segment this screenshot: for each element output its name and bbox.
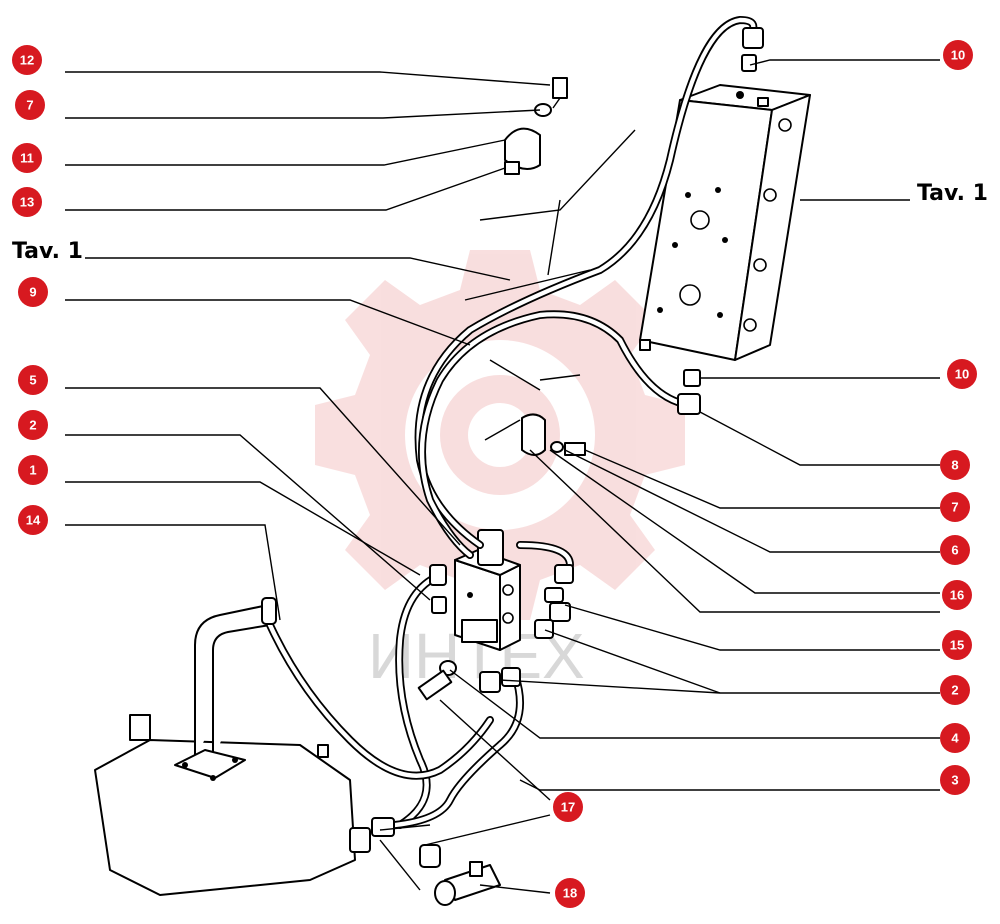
callout-6-label: 6: [951, 543, 958, 558]
tank-elbow: [349, 827, 371, 853]
callout-9-label: 9: [29, 285, 36, 300]
fittings: [261, 27, 764, 906]
ref-label-right: Tav. 1: [917, 181, 988, 206]
callout-7-right-label: 7: [951, 500, 958, 515]
callout-12: 12: [12, 45, 42, 75]
nut-right: [501, 667, 521, 687]
callout-2-left: 2: [18, 410, 48, 440]
nut-13: [504, 161, 520, 175]
callout-7-right: 7: [940, 492, 970, 522]
callout-1: 1: [18, 455, 48, 485]
callout-10-bottom-label: 10: [955, 367, 969, 382]
callout-18: 18: [555, 878, 585, 908]
callout-13-label: 13: [20, 195, 34, 210]
hose-end-14: [261, 597, 277, 625]
callout-16: 16: [942, 580, 972, 610]
callout-8-label: 8: [951, 458, 958, 473]
callout-14-label: 14: [26, 513, 41, 528]
quick-coupler-end: [434, 880, 456, 906]
washer-7-mid: [550, 441, 564, 453]
callout-11: 11: [12, 143, 42, 173]
nipple-10-top: [741, 54, 757, 72]
callout-3-label: 3: [951, 773, 958, 788]
callout-10-bottom: 10: [947, 359, 977, 389]
solenoid-valve: [454, 529, 521, 651]
callout-4-label: 4: [951, 731, 959, 746]
callout-5: 5: [18, 365, 48, 395]
bolt-17: [417, 669, 453, 701]
bolt-6: [564, 442, 586, 456]
nipple-10-bottom: [683, 369, 701, 387]
callout-1-label: 1: [29, 463, 36, 478]
fitting-top: [742, 27, 764, 49]
quick-coupler-nut: [469, 861, 483, 877]
callout-3: 3: [940, 765, 970, 795]
adapter-2-right: [544, 587, 564, 603]
watermark-gear-logo: [315, 250, 685, 620]
callout-9: 9: [18, 277, 48, 307]
leader-lines: [65, 59, 940, 894]
callout-7-top: 7: [15, 90, 45, 120]
callout-13: 13: [12, 187, 42, 217]
elbow-1: [429, 564, 447, 586]
elbow-3: [479, 671, 501, 693]
hose-lines: [266, 15, 758, 829]
callout-6: 6: [940, 535, 970, 565]
callout-2-left-label: 2: [29, 418, 36, 433]
coupling: [419, 844, 441, 868]
callout-5-label: 5: [29, 373, 36, 388]
callout-8: 8: [940, 450, 970, 480]
elbow-15: [554, 564, 574, 584]
distributor-block: [639, 84, 811, 361]
oil-tank: [94, 604, 356, 896]
ref-label-left: Tav. 1: [12, 239, 83, 264]
callout-12-label: 12: [20, 53, 34, 68]
elbow-8: [677, 393, 701, 415]
callout-4: 4: [940, 723, 970, 753]
callout-14: 14: [18, 505, 48, 535]
adapter-2-left: [431, 596, 447, 614]
callout-18-label: 18: [563, 886, 577, 901]
watermark: [315, 250, 685, 620]
elbow-right-lower: [549, 602, 571, 622]
callout-15-label: 15: [950, 638, 964, 653]
callout-11-label: 11: [20, 151, 34, 166]
callout-17: 17: [553, 792, 583, 822]
elbow-4: [534, 619, 554, 639]
callout-10-top-label: 10: [951, 48, 965, 63]
callout-17-label: 17: [561, 800, 575, 815]
bolt-12-head: [552, 77, 568, 99]
callout-2-right: 2: [940, 675, 970, 705]
clamp-16: [521, 413, 546, 456]
callout-2-right-label: 2: [951, 683, 958, 698]
callout-16-label: 16: [950, 588, 964, 603]
callout-10-top: 10: [943, 40, 973, 70]
callout-15: 15: [942, 630, 972, 660]
callout-7-top-label: 7: [26, 98, 33, 113]
tank-fitting: [371, 817, 395, 837]
